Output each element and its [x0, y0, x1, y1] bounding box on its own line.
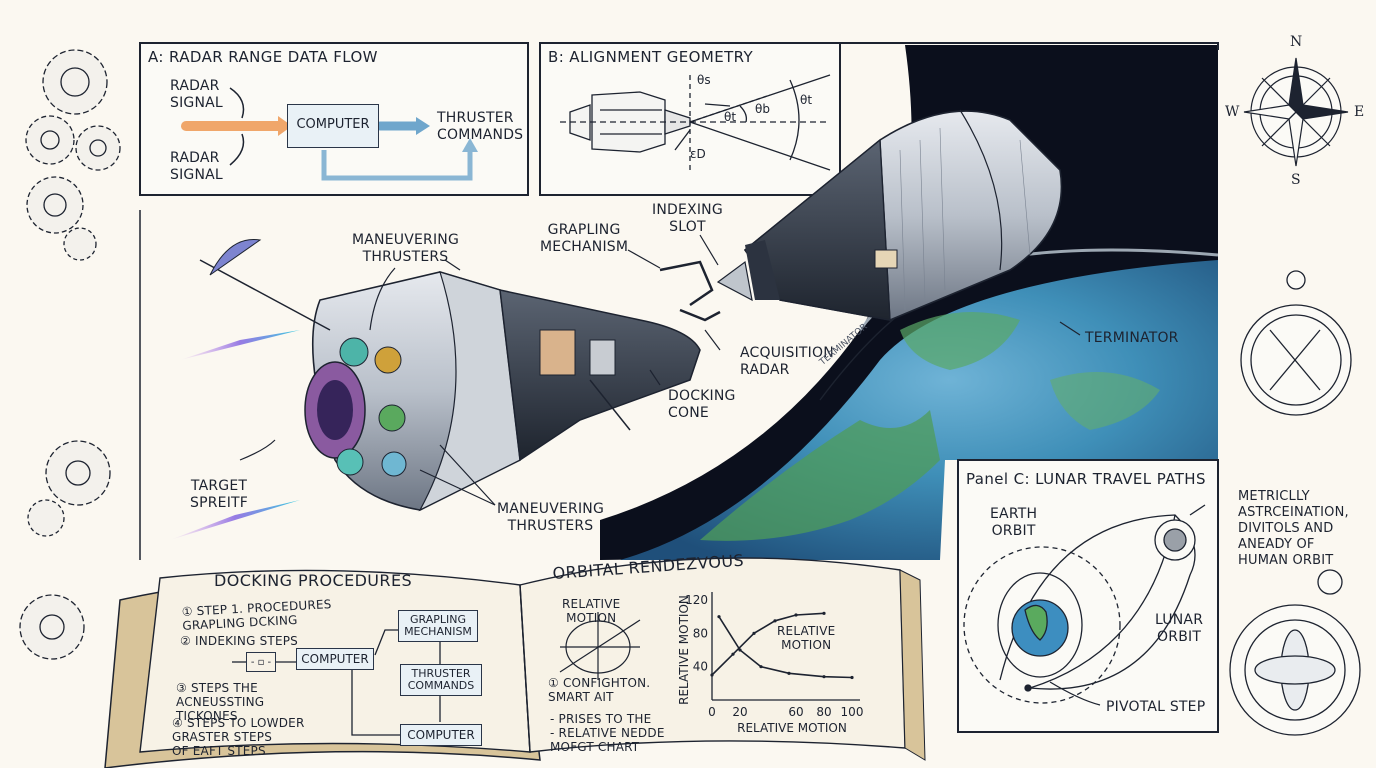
theta-t-outer-label: θt	[800, 93, 813, 107]
acquisition-radar-label: ACQUISITION RADAR	[740, 345, 834, 378]
compass-s-label: S	[1291, 172, 1301, 188]
compass-w-label: W	[1225, 104, 1240, 120]
chart-x-tick: 80	[816, 705, 831, 719]
relative-motion-sketch	[559, 612, 641, 680]
target-spacecraft-label: TARGET SPREITF	[190, 478, 249, 511]
compass-e-label: E	[1354, 104, 1365, 120]
pivotal-step-label: PIVOTAL STEP	[1106, 699, 1206, 715]
docking-cone-label: DOCKING CONE	[668, 388, 736, 421]
panel-c-frame	[957, 459, 1219, 733]
chart-point	[794, 613, 798, 617]
chart-point	[850, 675, 854, 680]
rendezvous-note-1: ① CONFIGHTON. SMART AIT	[548, 676, 651, 704]
lunar-paths	[963, 504, 1206, 706]
chart-y-tick: 80	[693, 626, 708, 640]
relative-motion-sketch-label: RELATIVE MOTION	[562, 597, 621, 625]
radar-signal-bottom-label: RADAR SIGNAL	[170, 150, 223, 183]
step-3: ③ STEPS THE ACNEUSSTING TICKONES	[176, 681, 265, 723]
gears	[19, 49, 121, 660]
chart-point	[822, 675, 826, 679]
step-2: ② INDEKING STEPS	[180, 634, 298, 648]
chart-x-tick: 60	[788, 705, 803, 719]
docking-procedures-title: DOCKING PROCEDURES	[214, 571, 413, 590]
panel-b-title: B: ALIGNMENT GEOMETRY	[548, 48, 754, 66]
pocket-compass	[1240, 270, 1352, 416]
chart-point	[710, 673, 714, 677]
leader-lines	[239, 234, 1081, 506]
book-grappling-box: GRAPLING MECHANISM	[398, 610, 478, 642]
chart-series-line-2	[711, 612, 825, 676]
chart-point	[717, 615, 721, 619]
chart-x-tick: 100	[841, 705, 864, 719]
chart-y-tick: 120	[685, 593, 708, 607]
chart-point	[752, 631, 756, 635]
chart-point	[759, 665, 763, 669]
theta-t-inner-label: θt	[724, 110, 737, 124]
radar-signal-top-label: RADAR SIGNAL	[170, 78, 223, 111]
theta-b-label: θb	[755, 102, 770, 116]
panel-c-note: METRICLLY ASTRCEINATION, DIVITOLS AND AN…	[1238, 489, 1349, 568]
maneuvering-thrusters-top-label: MANEUVERING THRUSTERS	[352, 232, 460, 265]
chaser-spacecraft	[716, 109, 1063, 321]
target-spacecraft	[170, 238, 721, 540]
terminator-label: TERMINATOR	[1085, 330, 1179, 346]
chart-point	[731, 652, 735, 656]
chart-x-tick: 0	[708, 705, 716, 719]
indexing-slot-label: INDEXING SLOT	[652, 202, 723, 235]
grappling-mechanism-label: GRAPLING MECHANISM	[540, 222, 629, 255]
chart-point	[787, 671, 791, 675]
earth-orbit-label: EARTH ORBIT	[990, 506, 1038, 539]
book-small-box: - ▫ -	[246, 652, 276, 672]
book-flowchart-lines	[232, 629, 441, 736]
chart-point	[822, 611, 826, 615]
astrolabe	[1229, 569, 1361, 736]
step-4: ④ STEPS TO LOWDER GRASTER STEPS OF EAFT …	[172, 716, 305, 758]
lunar-orbit-label: LUNAR ORBIT	[1155, 612, 1204, 645]
rendezvous-note-2: - PRISES TO THE - RELATIVE NEDDE MOFGT C…	[550, 712, 665, 754]
panel-c-title: Panel C: LUNAR TRAVEL PATHS	[966, 470, 1206, 488]
theta-s-label: θs	[697, 73, 711, 87]
compass-n-label: N	[1290, 34, 1303, 50]
panel-a-title: A: RADAR RANGE DATA FLOW	[148, 48, 378, 66]
book-computer-box-1: COMPUTER	[296, 648, 374, 670]
chart-point	[773, 619, 777, 623]
chart-series-line-1	[718, 616, 853, 679]
thruster-commands-label: THRUSTER COMMANDS	[437, 110, 524, 143]
epsilon-d-label: εD	[690, 147, 706, 161]
panel-b-geometry	[560, 74, 831, 171]
book-computer-box-2: COMPUTER	[400, 724, 482, 746]
chart-x-tick: 20	[732, 705, 747, 719]
maneuvering-thrusters-bottom-label: MANEUVERING THRUSTERS	[497, 501, 605, 534]
chart-x-label: RELATIVE MOTION	[737, 721, 847, 735]
chart-y-label: RELATIVE MOTION	[677, 595, 691, 705]
panel-a-flow-arrows	[181, 87, 478, 181]
compass-rose	[1243, 57, 1349, 167]
chart-point	[738, 648, 742, 652]
chart-curve-label: RELATIVE MOTION	[777, 624, 836, 652]
computer-box: COMPUTER	[287, 104, 379, 148]
chart-y-tick: 40	[693, 660, 708, 674]
book-thruster-box: THRUSTER COMMANDS	[400, 664, 482, 696]
